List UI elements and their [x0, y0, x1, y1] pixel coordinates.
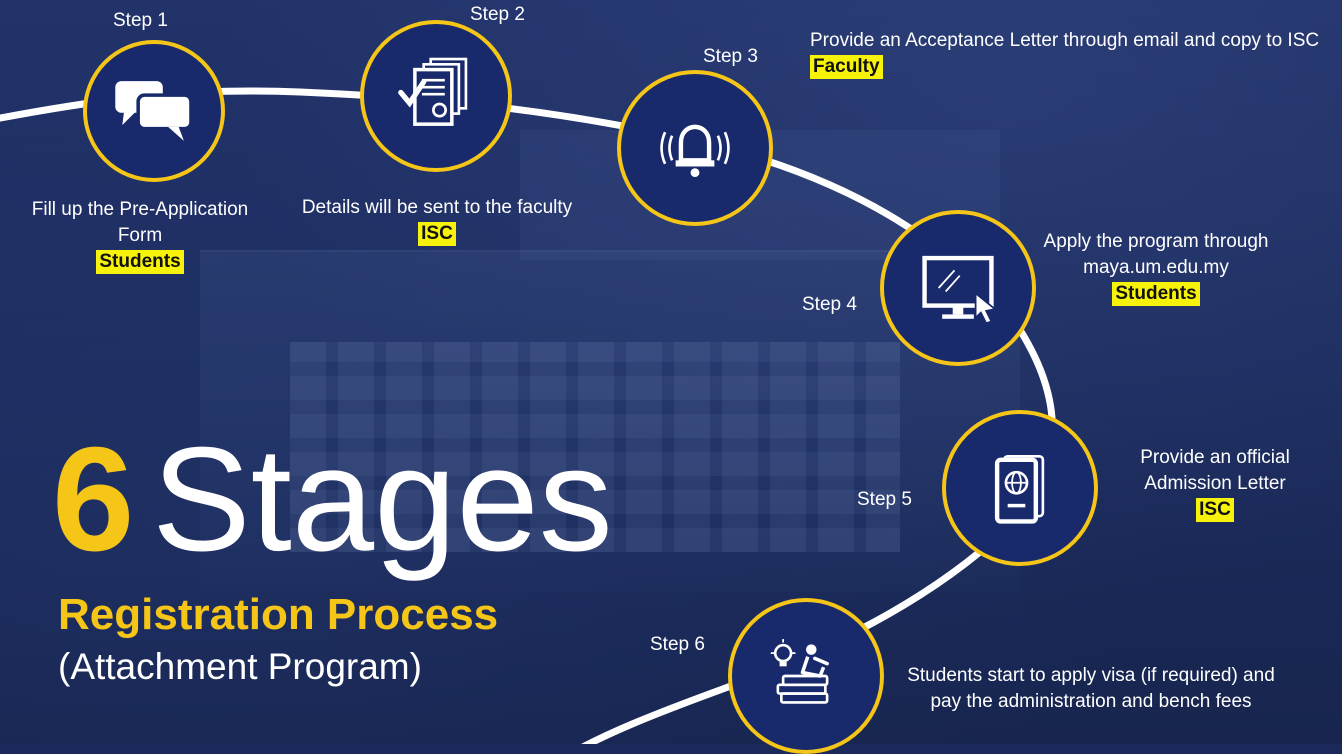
step-4-description: Apply the program through maya.um.edu.my…: [1025, 229, 1287, 307]
step-1-text: Fill up the Pre-Application Form: [31, 199, 249, 246]
subtitle: Registration Process: [58, 590, 499, 639]
step-5-circle: [942, 410, 1098, 566]
building-silhouette: [200, 250, 1020, 592]
step-1-circle: [83, 40, 225, 182]
step-3-text: Provide an Acceptance Letter through ema…: [810, 30, 1320, 51]
step-3-owner-badge: Faculty: [810, 55, 883, 79]
title-number: 6: [52, 417, 135, 582]
step-2-text: Details will be sent to the faculty: [301, 197, 573, 218]
step-6-circle: [728, 598, 884, 754]
step-1-label: Step 1: [113, 10, 168, 31]
step-1-description: Fill up the Pre-Application Form Student…: [12, 197, 268, 275]
books-lightbulb-icon: [770, 639, 829, 704]
step-5-text: Provide an official Admission Letter: [1140, 447, 1290, 494]
step-6-text: Students start to apply visa (if require…: [907, 665, 1275, 712]
step-6-label: Step 6: [650, 634, 705, 655]
step-2-circle: [360, 20, 512, 172]
step-5-label: Step 5: [857, 489, 912, 510]
step-5-owner-badge: ISC: [1196, 498, 1234, 522]
step-4-circle: [880, 210, 1036, 366]
step-2-label: Step 2: [470, 4, 525, 25]
step-3-label: Step 3: [703, 46, 758, 67]
monitor-cursor-icon: [922, 255, 997, 325]
step-3-description: Provide an Acceptance Letter through ema…: [810, 28, 1330, 80]
step-5-description: Provide an official Admission Letter ISC: [1110, 445, 1320, 523]
title-word: Stages: [152, 417, 613, 582]
bell-icon: [660, 124, 730, 178]
documents-check-icon: [398, 57, 468, 126]
chat-bubbles-icon: [115, 81, 193, 141]
subtitle-program: (Attachment Program): [58, 646, 422, 687]
step-1-owner-badge: Students: [96, 250, 184, 274]
step-4-text: Apply the program through maya.um.edu.my: [1043, 231, 1269, 278]
step-3-circle: [617, 70, 773, 226]
passport-icon: [994, 455, 1045, 524]
step-4-label: Step 4: [802, 294, 857, 315]
step-6-description: Students start to apply visa (if require…: [900, 663, 1282, 715]
step-2-description: Details will be sent to the faculty ISC: [282, 195, 592, 247]
step-2-owner-badge: ISC: [418, 222, 456, 246]
step-4-owner-badge: Students: [1112, 282, 1200, 306]
